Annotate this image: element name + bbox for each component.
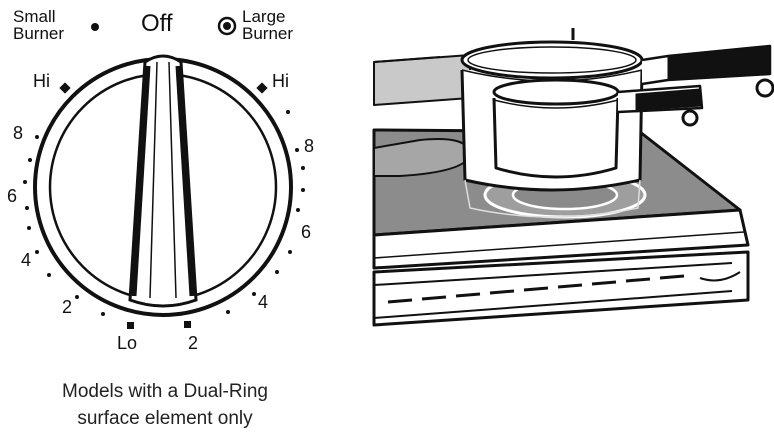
right-8-label: 8	[304, 136, 315, 156]
right-hi-label: Hi	[272, 71, 289, 91]
left-2-label: 2	[62, 297, 73, 317]
left-4-label: 4	[21, 250, 32, 270]
lo-label: Lo	[117, 333, 138, 353]
caption-line1: Models with a Dual-Ring	[62, 381, 268, 402]
caption: Models with a Dual-Ring surface element …	[0, 378, 330, 432]
caption-line2: surface element only	[77, 408, 253, 429]
large-burner-label-line2: Burner	[242, 24, 294, 43]
left-6-label: 6	[7, 186, 18, 206]
small-pot	[492, 78, 704, 179]
small-burner-label-line2: Burner	[13, 24, 65, 43]
off-label: Off	[141, 10, 173, 37]
left-hi-label: Hi	[33, 71, 50, 91]
right-6-label: 6	[301, 222, 312, 242]
left-8-label: 8	[13, 123, 24, 143]
large-burner-marker	[217, 16, 237, 36]
small-burner-label: Small Burner	[13, 8, 64, 42]
large-burner-label-line1: Large	[242, 7, 286, 26]
small-burner-dot	[91, 23, 99, 31]
cooktop-illustration	[372, 28, 774, 327]
small-burner-label-line1: Small	[13, 7, 56, 26]
large-burner-label: Large Burner	[242, 8, 293, 42]
knob-grip	[128, 54, 198, 308]
right-2-label: 2	[188, 333, 199, 353]
right-4-label: 4	[258, 292, 269, 312]
